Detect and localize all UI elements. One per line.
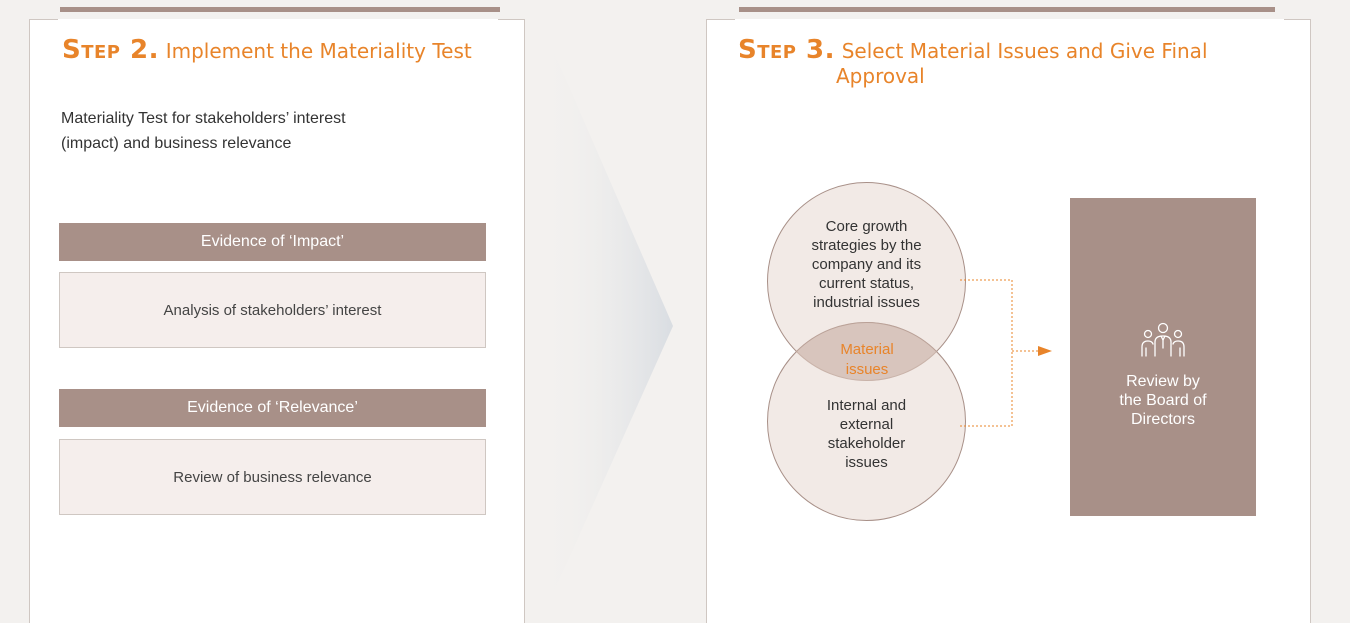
board-line1: Review by xyxy=(1126,373,1200,390)
evidence-impact-content: Analysis of stakeholders’ interest xyxy=(59,272,486,348)
circle-stakeholder-text: Internal and external stakeholder issues xyxy=(827,396,906,472)
chevron-arrow xyxy=(540,20,673,623)
evidence-impact-header: Evidence of ‘Impact’ xyxy=(59,223,486,261)
panel-border-top-left xyxy=(30,19,58,20)
panel-accent-bar xyxy=(60,7,500,12)
board-review-text: Review by the Board of Directors xyxy=(1070,372,1256,429)
panel-border-top-right xyxy=(498,19,524,20)
step3-title-line2: Approval xyxy=(836,64,925,88)
board-review-box: Review by the Board of Directors xyxy=(1070,198,1256,516)
evidence-relevance-content: Review of business relevance xyxy=(59,439,486,515)
people-group-icon xyxy=(1141,322,1185,357)
step3-heading: Step 3. Select Material Issues and Give … xyxy=(738,35,1298,89)
circle-top-line2: strategies by the xyxy=(811,237,922,254)
step3-title-line1: Select Material Issues and Give Final xyxy=(841,39,1208,63)
step2-description-line1: Materiality Test for stakeholders’ inter… xyxy=(61,110,346,127)
step2-title: Implement the Materiality Test xyxy=(165,39,472,63)
panel-border-top-right xyxy=(1284,19,1310,20)
step3-label: Step 3. xyxy=(738,35,836,65)
circle-core-growth-text: Core growth strategies by the company an… xyxy=(811,217,921,312)
panel-accent-bar xyxy=(739,7,1275,12)
step2-label: Step 2. xyxy=(62,35,160,65)
panel-border-top-left xyxy=(707,19,735,20)
circle-top-line1: Core growth xyxy=(825,218,908,235)
board-line3: Directors xyxy=(1130,411,1195,428)
step2-description: Materiality Test for stakeholders’ inter… xyxy=(61,106,481,156)
step2-heading: Step 2. Implement the Materiality Test xyxy=(62,35,522,65)
circle-bottom-line1: Internal and xyxy=(826,396,907,414)
connector-arrow xyxy=(960,279,1052,427)
material-issues-line1: Material xyxy=(840,341,894,358)
material-issues-line2: issues xyxy=(845,361,889,378)
material-issues-label: Material issues xyxy=(822,340,912,380)
circle-bottom-line4: issues xyxy=(845,453,888,471)
circle-bottom-line3: stakeholder xyxy=(827,434,906,452)
intersection-shape xyxy=(767,322,966,381)
circle-top-line3: company and its xyxy=(811,256,922,273)
circle-top-line5: industrial issues xyxy=(813,294,920,311)
circle-top-line4: current status, xyxy=(818,275,915,292)
circle-bottom-line2: external xyxy=(839,415,894,433)
evidence-relevance-header: Evidence of ‘Relevance’ xyxy=(59,389,486,427)
step2-description-line2: (impact) and business relevance xyxy=(61,135,292,152)
board-line2: the Board of xyxy=(1119,392,1207,409)
